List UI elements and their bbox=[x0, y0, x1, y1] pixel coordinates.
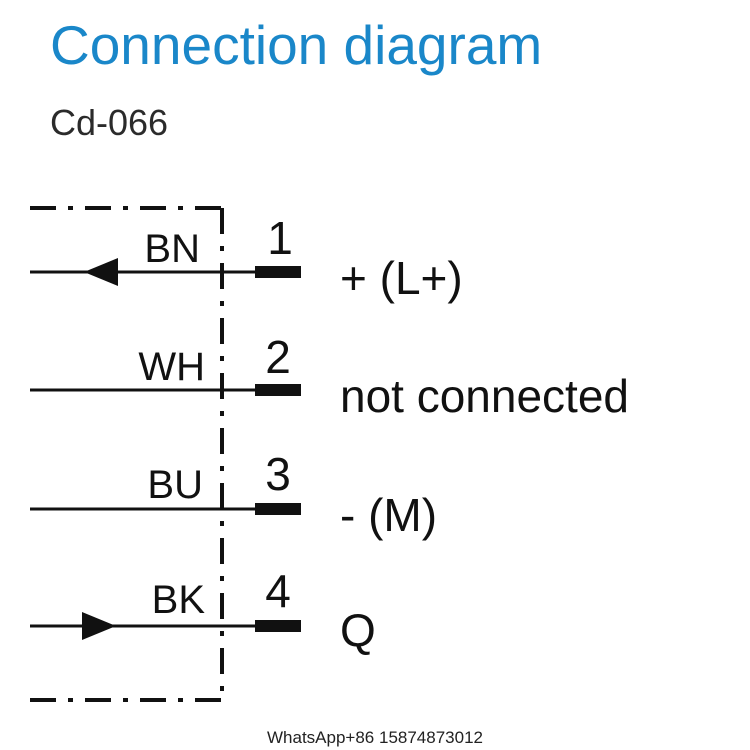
pin-terminal bbox=[255, 503, 301, 515]
wire-color-label: BN bbox=[144, 227, 200, 271]
diagram-code: Cd-066 bbox=[50, 102, 169, 143]
pin-row: BN 1 + (L+) bbox=[30, 212, 463, 304]
arrow-left-icon bbox=[84, 258, 118, 286]
wire-color-label: BU bbox=[147, 463, 203, 507]
pin-signal-label: not connected bbox=[340, 370, 629, 422]
pin-number: 4 bbox=[265, 565, 291, 617]
pin-signal-label: - (M) bbox=[340, 489, 437, 541]
pin-signal-label: Q bbox=[340, 604, 376, 656]
pin-terminal bbox=[255, 620, 301, 632]
pin-number: 2 bbox=[265, 331, 291, 383]
pin-terminal bbox=[255, 266, 301, 278]
pin-signal-label: + (L+) bbox=[340, 252, 463, 304]
housing-outline bbox=[30, 206, 224, 702]
arrow-right-icon bbox=[82, 612, 116, 640]
pin-number: 1 bbox=[267, 212, 293, 264]
pin-terminal bbox=[255, 384, 301, 396]
pin-row: BK 4 Q bbox=[30, 565, 376, 656]
watermark-text: WhatsApp+86 15874873012 bbox=[267, 728, 483, 747]
pin-number: 3 bbox=[265, 448, 291, 500]
pin-row: WH 2 not connected bbox=[30, 331, 629, 422]
wire-color-label: BK bbox=[152, 578, 206, 622]
wire-color-label: WH bbox=[138, 345, 205, 389]
diagram-title: Connection diagram bbox=[50, 14, 543, 76]
connection-diagram: BN 1 + (L+) WH 2 not connected BU 3 - (M… bbox=[30, 206, 629, 702]
pin-row: BU 3 - (M) bbox=[30, 448, 437, 541]
